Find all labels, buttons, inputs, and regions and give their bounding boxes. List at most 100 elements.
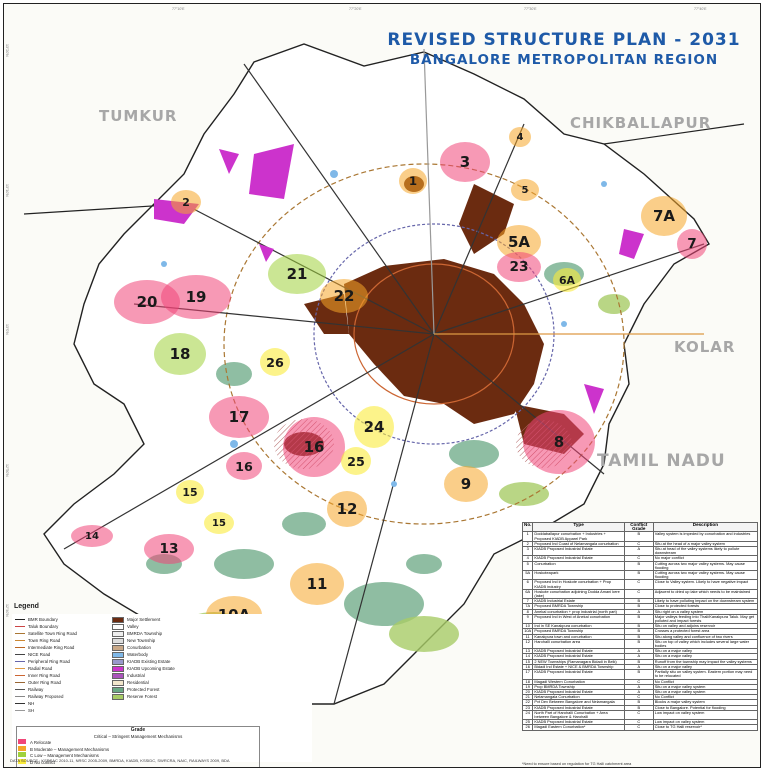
conflict-zone-9: 9 xyxy=(444,466,488,502)
line-swatch-icon xyxy=(15,702,25,705)
table-cell: Close to Bangalore. Potential for floodi… xyxy=(652,704,759,711)
legend-item: New Township xyxy=(112,637,175,644)
table-cell: C xyxy=(623,724,654,731)
legend-item-label: Waterbody xyxy=(127,651,149,657)
legend-item: Intermediate Ring Road xyxy=(15,644,77,651)
line-swatch-icon xyxy=(15,688,25,691)
table-cell: Doddaballapur conurbation + Industries +… xyxy=(532,531,625,542)
grade-item-label: D No conflict xyxy=(30,759,55,765)
table-cell: KIADB Proposed Industrial Estate xyxy=(532,669,625,680)
line-swatch-icon xyxy=(15,709,25,712)
table-cell: Magadi Eastern Conurbation* xyxy=(532,724,625,731)
table-cell: 9 xyxy=(521,613,534,625)
legend-item-label: Conurbation xyxy=(127,644,151,650)
conflict-zone-2: 2 xyxy=(171,190,201,214)
legend-item-label: Protected Forest xyxy=(127,686,160,692)
legend-heading: Legend xyxy=(14,603,39,610)
table-cell: Situ at head of the valley systems likel… xyxy=(652,545,759,557)
table-cell: Hoskote conurbation adjoining Dodda Aman… xyxy=(532,588,625,600)
legend-item: Taluk Boundary xyxy=(15,623,77,630)
table-cell: 12 xyxy=(521,638,534,650)
grade-swatch-icon xyxy=(18,739,26,745)
latitude-tick: 13°0'N xyxy=(5,324,9,335)
area-swatch-icon xyxy=(112,637,124,644)
legend-item: KIADB Upcoming Estate xyxy=(112,665,175,672)
longitude-tick: 77°20'E xyxy=(349,7,362,11)
legend-item: Inner Ring Road xyxy=(15,672,77,679)
area-swatch-icon xyxy=(112,672,124,679)
legend-item: NICE Road xyxy=(15,651,77,658)
table-cell: 1 xyxy=(521,531,534,542)
legend-item-label: KIADB Existing Estate xyxy=(127,658,171,664)
area-swatch-icon xyxy=(112,616,124,623)
table-cell: Situ on a major valley system xyxy=(652,683,759,690)
title-line-2: BANGALORE METROPOLITAN REGION xyxy=(409,52,719,68)
legend-item-label: KIADB Upcoming Estate xyxy=(127,665,175,671)
legend-item: Residential xyxy=(112,679,175,686)
legend-item-label: BMR Boundary xyxy=(28,616,58,622)
conflict-zone-15: 15 xyxy=(204,512,234,534)
legend-item: KIADB Existing Estate xyxy=(112,658,175,665)
grade-swatch-icon xyxy=(18,745,26,751)
legend-item-label: Valley xyxy=(127,623,139,629)
table-cell: Likely to have polluting impact on the d… xyxy=(652,598,759,605)
line-swatch-icon xyxy=(15,632,25,635)
area-swatch-icon xyxy=(112,658,124,665)
line-swatch-icon xyxy=(15,667,25,670)
legend-item: NH xyxy=(15,700,77,707)
legend-item: Waterbody xyxy=(112,651,175,658)
conflict-zone-6a: 6A xyxy=(553,268,581,292)
legend-item-label: NH xyxy=(28,700,35,706)
conflict-zone-23: 23 xyxy=(497,252,541,282)
legend-item-label: Reserve Forest xyxy=(127,693,158,699)
table-cell: Proposed Ind in West of Anekal conurbati… xyxy=(532,613,625,625)
table-cell: Magadi Western Conurbation xyxy=(532,678,625,685)
conflict-zone-8: 8 xyxy=(523,410,595,474)
table-cell: Partially situ on valley system. Eastern… xyxy=(652,669,759,680)
legend-item: Conurbation xyxy=(112,644,175,651)
legend-item: Major Settlement xyxy=(112,616,175,623)
conflict-zone-13: 13 xyxy=(144,534,194,564)
legend-item: Railway xyxy=(15,686,77,693)
legend-item-label: Radial Road xyxy=(28,665,53,671)
region-label-tamil-nadu: TAMIL NADU xyxy=(597,451,726,471)
table-cell: 17 xyxy=(521,669,534,680)
grade-swatch-icon xyxy=(18,752,26,758)
conflict-zone-11: 11 xyxy=(290,563,344,605)
legend-item-label: Intermediate Ring Road xyxy=(28,644,75,650)
legend-item-label: BMRDA Township xyxy=(127,630,163,636)
conflict-zone-22: 22 xyxy=(320,279,368,313)
legend-item: SH xyxy=(15,707,77,714)
legend-item: Protected Forest xyxy=(112,686,175,693)
longitude-tick: 77°40'E xyxy=(694,7,707,11)
conflict-zone-18: 18 xyxy=(154,333,206,375)
legend-item-label: New Township xyxy=(127,637,156,643)
grade-header: Grade xyxy=(130,727,146,733)
conflict-zone-16: 16 xyxy=(226,452,262,480)
line-swatch-icon xyxy=(15,681,25,684)
table-cell: Major valleys feeding into Thali/Kanakpu… xyxy=(652,613,759,625)
table-cell: Runoff from the township may impact the … xyxy=(652,658,759,665)
waterbodies xyxy=(161,170,607,487)
conflict-zone-26: 26 xyxy=(260,348,290,376)
table-cell: Harohalli conurbation area xyxy=(532,638,625,650)
latitude-tick: 12°50'N xyxy=(5,464,9,477)
table-cell: Low impact on valley system xyxy=(652,709,759,721)
legend-item-label: Taluk Boundary xyxy=(28,623,59,629)
table-cell: Close to Valley system. Likely to have n… xyxy=(652,579,759,590)
legend-item-label: Residential xyxy=(127,679,149,685)
title-line-1: REVISED STRUCTURE PLAN - 2031 xyxy=(387,30,741,50)
line-swatch-icon xyxy=(15,646,25,649)
line-swatch-icon xyxy=(15,674,25,677)
table-cell: 6A xyxy=(521,588,534,600)
line-swatch-icon xyxy=(15,639,25,642)
conflict-zone-4: 4 xyxy=(509,127,531,147)
conflict-zone-14: 14 xyxy=(71,525,113,547)
legend-item: BMRDA Township xyxy=(112,630,175,637)
legend-item-label: Peripheral Ring Road xyxy=(28,658,70,664)
conflict-zone-12: 12 xyxy=(327,491,367,527)
conflict-zone-15: 15 xyxy=(176,480,204,504)
legend-item: Radial Road xyxy=(15,665,77,672)
